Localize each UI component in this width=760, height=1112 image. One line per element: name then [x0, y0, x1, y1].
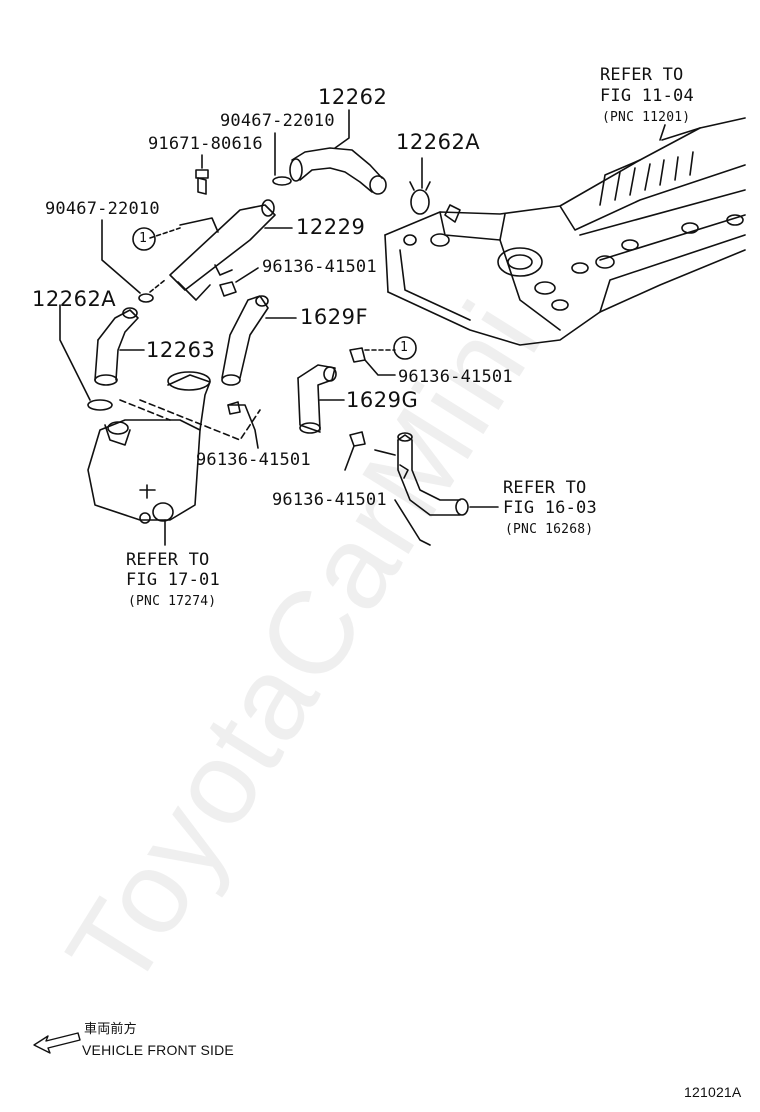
- callout-91671-80616[interactable]: 91671-80616: [148, 134, 263, 154]
- vehicle-front-en-label: VEHICLE FRONT SIDE: [82, 1042, 234, 1058]
- callout-96136-b[interactable]: 96136-41501: [398, 367, 513, 387]
- ref-16-03-line3: (PNC 16268): [505, 522, 594, 537]
- ref-11-04-line3: (PNC 11201): [602, 110, 691, 125]
- ref-17-01-line2[interactable]: FIG 17-01: [126, 570, 220, 590]
- vehicle-front-arrow-drawing: [33, 1032, 81, 1054]
- vehicle-front-jp-label: 車両前方: [84, 1021, 137, 1036]
- marker-2-label: 1: [400, 340, 409, 355]
- ring-12262A-right-drawing: [409, 157, 431, 215]
- diagram-code: 121021A: [684, 1084, 742, 1100]
- clamp-96136-a-drawing: [219, 267, 259, 297]
- hose-12262-drawing: [289, 109, 387, 195]
- water-outlet-drawing: [87, 371, 261, 546]
- hose-12263-drawing: [59, 304, 145, 411]
- hose-1629G-drawing: [297, 347, 396, 471]
- marker-circle-2: [393, 336, 417, 360]
- marker-1-label: 1: [139, 231, 148, 246]
- callout-1629F[interactable]: 1629F: [300, 305, 369, 329]
- callout-1629G[interactable]: 1629G: [346, 388, 419, 412]
- callout-12262A-left[interactable]: 12262A: [32, 287, 117, 311]
- ref-17-01-line3: (PNC 17274): [128, 594, 217, 609]
- clamp-left-drawing: [101, 219, 166, 303]
- ref-11-04-line2[interactable]: FIG 11-04: [600, 86, 694, 106]
- callout-12262[interactable]: 12262: [318, 85, 388, 109]
- cylinder-head-drawing: [384, 117, 746, 346]
- ref-11-04-line1: REFER TO: [600, 65, 684, 85]
- clamp-top-drawing: [195, 132, 292, 195]
- clamp-96136-b-drawing: [227, 404, 259, 449]
- ref-16-03-line2[interactable]: FIG 16-03: [503, 498, 597, 518]
- marker-circle-1: [132, 227, 156, 251]
- callout-96136-a[interactable]: 96136-41501: [262, 257, 377, 277]
- pipe-16268-drawing: [374, 432, 499, 546]
- callout-90467-left[interactable]: 90467-22010: [45, 199, 160, 219]
- hose-1629F-drawing: [221, 295, 297, 415]
- ref-16-03-line1: REFER TO: [503, 478, 587, 498]
- callout-96136-d[interactable]: 96136-41501: [272, 490, 387, 510]
- ref-17-01-line1: REFER TO: [126, 550, 210, 570]
- callout-12263[interactable]: 12263: [146, 338, 216, 362]
- callout-90467-top[interactable]: 90467-22010: [220, 111, 335, 131]
- callout-12262A-right[interactable]: 12262A: [396, 130, 481, 154]
- callout-12229[interactable]: 12229: [296, 215, 366, 239]
- water-pipe-12229-drawing: [149, 199, 293, 301]
- callout-96136-c[interactable]: 96136-41501: [196, 450, 311, 470]
